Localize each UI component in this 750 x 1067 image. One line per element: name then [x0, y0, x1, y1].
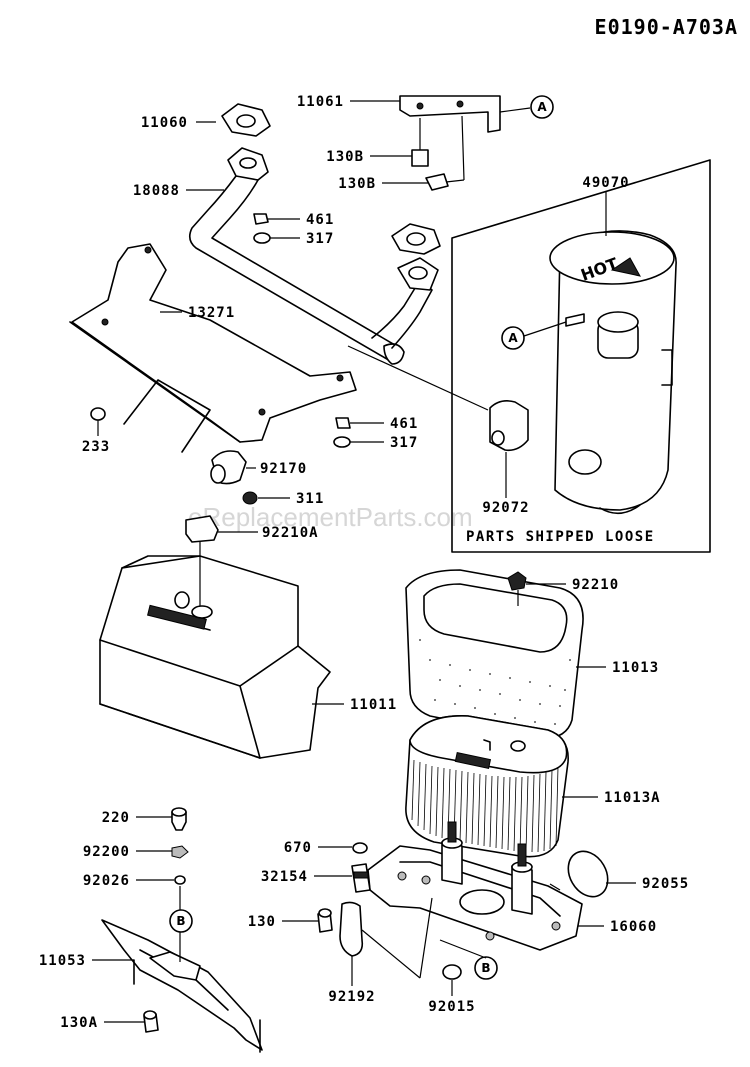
label-18088: 18088: [133, 183, 180, 199]
label-49070: 49070: [582, 175, 629, 191]
washer-317-mid: [333, 436, 351, 448]
label-13271: 13271: [188, 305, 235, 321]
gasket-right: [391, 223, 441, 255]
bolt-220: [171, 807, 187, 831]
ref-marker-b-left: B: [169, 909, 193, 933]
washer-92200: [171, 845, 189, 859]
label-92026: 92026: [83, 873, 130, 889]
label-11053: 11053: [39, 953, 86, 969]
watermark: eReplacementParts.com: [188, 502, 473, 532]
bolt-130b-top: [411, 118, 429, 167]
heat-shield-13271: [69, 243, 357, 453]
label-92015: 92015: [428, 999, 475, 1015]
label-11060: 11060: [141, 115, 188, 131]
label-92170: 92170: [260, 461, 307, 477]
label-220: 220: [102, 810, 130, 826]
svg-text:A: A: [508, 331, 518, 345]
label-92055: 92055: [642, 876, 689, 892]
label-92072: 92072: [482, 500, 529, 516]
wing-nut-92210a: [185, 515, 219, 606]
label-130: 130: [248, 914, 276, 930]
diagram-code: E0190-A703A: [595, 15, 738, 39]
parts-shipped-loose-box: PARTS SHIPPED LOOSE: [451, 159, 711, 553]
label-130b-1: 130B: [326, 149, 364, 165]
svg-text:A: A: [537, 100, 547, 114]
label-32154: 32154: [261, 869, 308, 885]
bracket-11061: [399, 95, 501, 133]
spacer-92170: [210, 450, 247, 485]
cover-11011: [99, 555, 331, 759]
bracket-11053: [101, 919, 263, 1053]
base-16060: [367, 821, 583, 951]
clamp-92072: [489, 400, 529, 498]
exhaust-pipe-18088: [188, 147, 439, 365]
tube-92192: [339, 897, 433, 986]
washer-92026: [174, 875, 186, 885]
label-233: 233: [82, 439, 110, 455]
muffler-49070: HOT: [549, 230, 677, 515]
label-11013a: 11013A: [604, 790, 661, 806]
washer-317-top: [253, 232, 271, 244]
nut-92015: [442, 964, 462, 996]
label-670: 670: [284, 840, 312, 856]
label-11013: 11013: [612, 660, 659, 676]
svg-text:B: B: [176, 914, 185, 928]
label-16060: 16060: [610, 919, 657, 935]
parts-box-outline: [451, 159, 711, 553]
label-92210: 92210: [572, 577, 619, 593]
wing-nut-92210: [507, 571, 527, 606]
nut-311: [242, 491, 258, 505]
label-11061: 11061: [297, 94, 344, 110]
label-461-1: 461: [306, 212, 334, 228]
pre-cleaner-11013: [405, 569, 584, 739]
nut-461-mid: [335, 417, 351, 429]
label-92192: 92192: [328, 989, 375, 1005]
label-92210a: 92210A: [262, 525, 319, 541]
fitting-32154: [351, 863, 371, 893]
label-461-2: 461: [390, 416, 418, 432]
label-92200: 92200: [83, 844, 130, 860]
svg-text:B: B: [481, 961, 490, 975]
element-11013a: [405, 715, 569, 858]
callouts: 11060 11061 130B 130B 18088 461 317 1327…: [39, 94, 689, 1031]
label-317-1: 317: [306, 231, 334, 247]
ref-marker-b-bottom: B: [474, 956, 498, 980]
bolt-130: [317, 908, 333, 933]
parts-box-label: PARTS SHIPPED LOOSE: [466, 529, 655, 545]
label-130a: 130A: [60, 1015, 98, 1031]
label-11011: 11011: [350, 697, 397, 713]
label-311: 311: [296, 491, 324, 507]
ref-marker-a-muffler: A: [501, 326, 525, 350]
o-ring-92055: [567, 850, 609, 898]
label-317-2: 317: [390, 435, 418, 451]
bolt-130b-bottom: [425, 115, 465, 191]
ref-marker-a-top: A: [530, 95, 554, 119]
screw-233: [90, 407, 106, 436]
gasket-11060: [221, 103, 271, 137]
label-130b-2: 130B: [338, 176, 376, 192]
washer-670: [352, 842, 368, 854]
nut-461-top: [253, 213, 269, 225]
bolt-130a: [143, 1010, 159, 1033]
